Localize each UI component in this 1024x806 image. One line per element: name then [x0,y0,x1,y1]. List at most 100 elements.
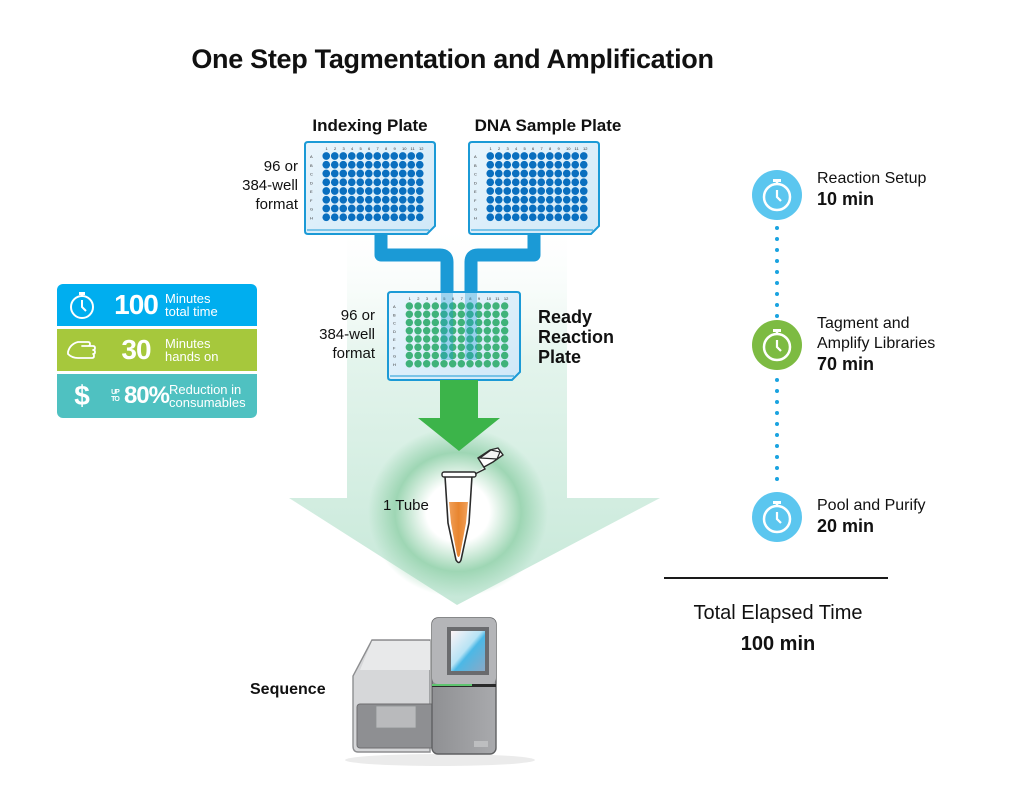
well [364,152,373,160]
well [398,160,407,169]
format-line: format [332,345,375,362]
row-label: B [474,163,477,168]
well [466,343,474,351]
column-label: 8 [549,146,552,151]
well [398,169,407,178]
well [545,160,554,169]
well [356,187,365,195]
well [486,160,495,169]
well [503,152,512,160]
total-elapsed-time: 100 min [740,633,816,655]
well [339,204,348,213]
column-label: 2 [334,146,337,151]
well [579,160,588,169]
well [415,195,424,204]
well [492,302,500,310]
well [494,160,503,169]
well [520,152,529,160]
well [500,310,509,318]
well [492,335,500,343]
well [457,318,466,327]
well [381,178,390,187]
well [562,152,571,160]
well [356,160,365,169]
well [528,169,537,178]
well [448,318,457,327]
well [511,152,520,160]
column-label: 11 [575,146,580,151]
well [528,160,537,169]
well [503,169,512,178]
format-line: 384-well [319,326,375,343]
well [528,195,537,204]
well [330,160,339,169]
well [571,160,580,169]
well [503,204,512,213]
well [414,335,422,343]
well [562,160,571,169]
column-label: 10 [487,296,492,301]
well [330,152,339,160]
well [364,160,373,169]
well [356,178,365,187]
well [390,160,399,169]
row-label: F [474,198,477,203]
well [492,310,500,318]
well [466,302,474,310]
timeline-dot [775,466,779,470]
well [579,152,588,160]
well [571,195,580,204]
row-label: B [393,312,396,317]
dna-sample-plate-label: DNA Sample Plate [474,116,622,135]
well [405,318,414,327]
column-label: 6 [532,146,535,151]
well [414,360,422,368]
well [381,160,390,169]
well [414,327,422,335]
format-line: 384-well [242,177,298,194]
well [554,204,563,213]
row-label: A [310,154,313,159]
well [492,318,500,327]
well [571,169,580,178]
well [545,213,554,222]
well [405,327,414,335]
well [448,335,457,343]
step-time: 10 min [817,189,875,209]
well [520,187,529,195]
well [431,351,440,360]
timeline-step-1: Reaction Setup 10 min [817,169,926,210]
timeline-dot [775,237,779,241]
timeline-dot [775,248,779,252]
timeline-dot [775,314,779,318]
timeline-dot [775,422,779,426]
well [398,204,407,213]
well [457,310,466,318]
column-label: 10 [566,146,571,151]
stat-desc: Minutes hands on [165,337,219,363]
row-label: D [393,329,396,334]
well [448,351,457,360]
well [579,213,588,222]
well [500,302,509,310]
well [431,335,440,343]
well [457,302,466,310]
timeline-dot [775,400,779,404]
format-line: 96 or [340,307,375,324]
well [474,327,483,335]
well [474,318,483,327]
column-label: 6 [368,146,371,151]
well [554,178,563,187]
well [457,360,466,368]
timeline-dot [775,477,779,481]
well [520,169,529,178]
row-label: G [310,207,313,212]
step-time: 70 min [817,354,875,374]
column-label: 11 [411,146,416,151]
well [415,187,424,195]
well [492,351,500,360]
well [440,302,448,310]
well [448,343,457,351]
step-title: Tagment and [817,315,910,332]
